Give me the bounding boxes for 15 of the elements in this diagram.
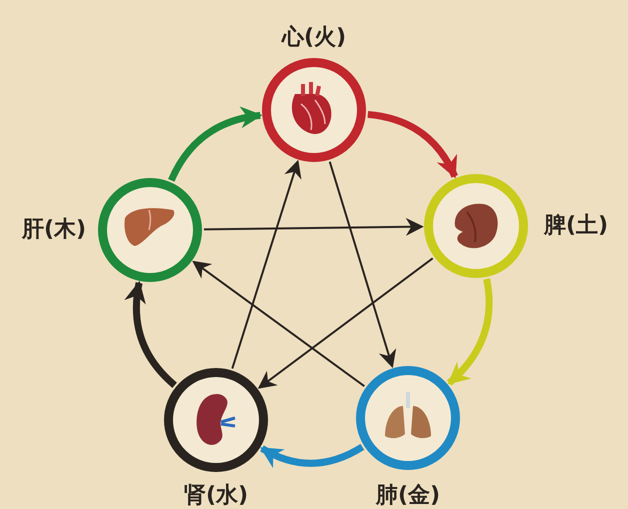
arrow [231,160,302,369]
arrow [328,161,396,368]
organ-label: 肾(水) [184,483,248,509]
arrow [446,278,493,386]
organ-label: 脾(土) [544,213,608,239]
arrow [260,444,364,468]
arrow [124,280,177,388]
arrow [367,110,458,178]
organ-label: 心(火) [282,25,346,51]
organ-label: 肝(木) [22,217,86,243]
arrow [204,218,424,236]
arrow [258,258,434,389]
organ-label: 肺(金) [376,483,440,509]
arrow [168,107,262,182]
arrow [192,260,365,387]
